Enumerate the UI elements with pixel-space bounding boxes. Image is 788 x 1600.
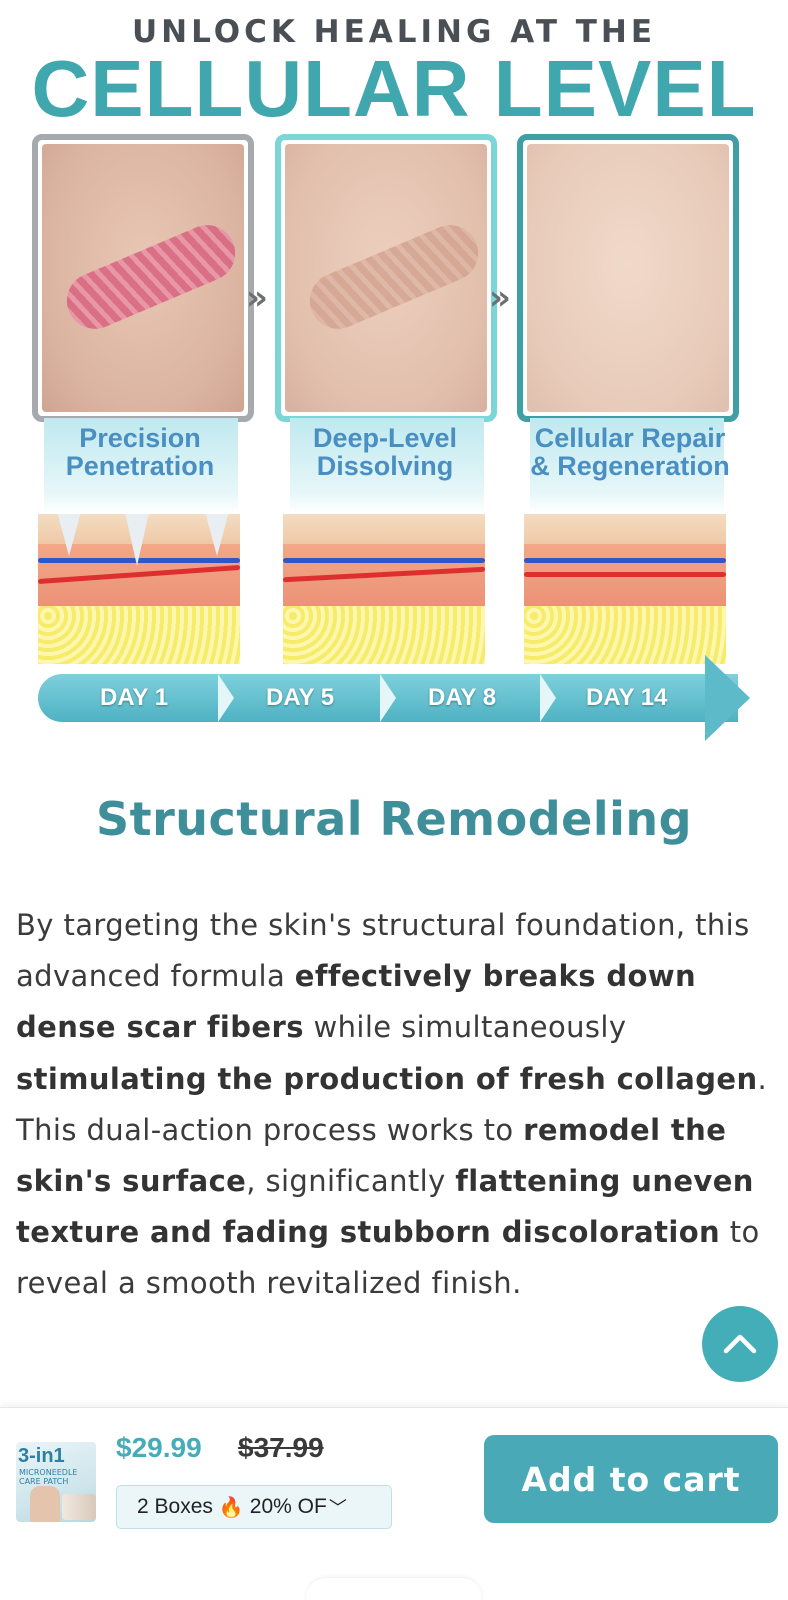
skin-photo-day5 <box>285 144 487 412</box>
skin-layer-diagram-3 <box>524 514 726 664</box>
add-to-cart-button[interactable]: Add to cart <box>484 1435 778 1523</box>
scroll-to-top-button[interactable] <box>702 1306 778 1382</box>
stage-background <box>290 418 484 513</box>
body-paragraph: By targeting the skin's structural found… <box>16 908 768 1301</box>
day-label: DAY 14 <box>586 684 668 711</box>
stage-background <box>530 418 724 513</box>
original-price: $37.99 <box>238 1432 324 1463</box>
chevron-down-icon: ﹀ <box>328 1498 347 1518</box>
day-label: DAY 5 <box>266 684 335 711</box>
variant-select[interactable]: 2 Boxes 🔥 20% OF ﹀ <box>116 1485 392 1529</box>
product-thumbnail[interactable]: 3-in1 MICRONEEDLE CARE PATCH <box>16 1442 96 1522</box>
next-stage-arrow-icon: » <box>246 278 268 318</box>
section-title: Structural Remodeling <box>95 792 693 846</box>
hero-kicker: UNLOCK HEALING AT THE <box>131 14 657 50</box>
skin-photo-day14 <box>527 144 729 412</box>
stage-label-cellular-repair: Cellular Repair& Regeneration <box>530 423 730 481</box>
skin-layer-diagram-1 <box>38 514 240 664</box>
next-stage-arrow-icon: » <box>489 278 511 318</box>
hero-infographic: UNLOCK HEALING AT THE CELLULAR LEVEL » »… <box>0 0 788 770</box>
microneedle-icon <box>56 514 82 556</box>
fire-icon: 🔥 <box>218 1496 244 1519</box>
microneedle-icon <box>124 514 150 566</box>
sale-price: $29.99 <box>116 1432 202 1463</box>
after-photo-panel <box>517 134 739 422</box>
stage-background <box>44 418 238 513</box>
mid-photo-panel <box>275 134 497 422</box>
day-label: DAY 8 <box>428 684 497 711</box>
before-photo-panel <box>32 134 254 422</box>
day-label: DAY 1 <box>100 684 169 711</box>
skin-photo-day1 <box>42 144 244 412</box>
bottom-handle <box>306 1578 482 1600</box>
hero-title: CELLULAR LEVEL <box>31 44 757 133</box>
skin-layer-diagram-2 <box>283 514 485 664</box>
chevron-up-icon <box>723 1334 757 1354</box>
microneedle-icon <box>204 514 230 556</box>
timeline-arrow-head <box>705 655 750 741</box>
